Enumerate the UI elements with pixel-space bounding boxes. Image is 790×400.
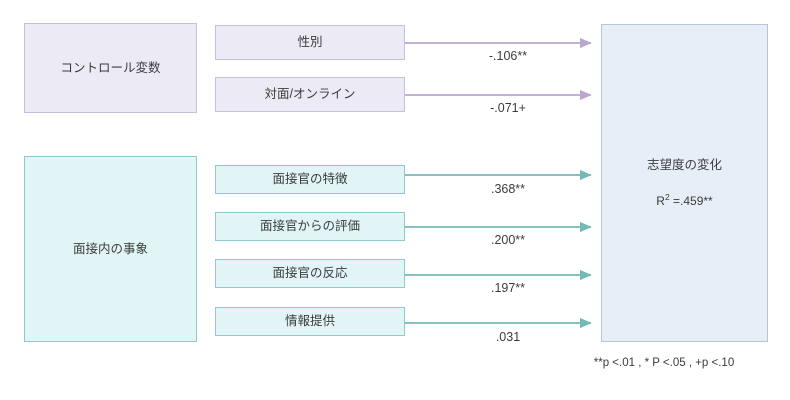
- coefficient-information: .031: [495, 330, 521, 344]
- group-box-control: コントロール変数: [24, 23, 197, 113]
- outcome-r2-value: =.459**: [669, 193, 713, 208]
- coefficient-interviewer-trait: .368**: [490, 182, 526, 196]
- predictor-box-mode: 対面/オンライン: [215, 77, 405, 112]
- group-label-interview: 面接内の事象: [72, 241, 148, 256]
- predictor-box-interviewer-trait: 面接官の特徴: [215, 165, 405, 194]
- predictor-box-interviewer-eval: 面接官からの評価: [215, 212, 405, 241]
- group-label-control: コントロール変数: [60, 60, 161, 75]
- outcome-r2-exponent: 2: [664, 191, 670, 202]
- outcome-box: 志望度の変化 R2 =.459**: [601, 24, 768, 342]
- predictor-label-interviewer-reac: 面接官の反応: [272, 266, 348, 281]
- predictor-box-interviewer-reac: 面接官の反応: [215, 259, 405, 288]
- outcome-r2: R2 =.459**: [656, 192, 712, 209]
- significance-footnote: **p <.01 , * P <.05 , +p <.10: [593, 357, 735, 369]
- predictor-label-gender: 性別: [297, 35, 323, 50]
- coefficient-mode: -.071+: [490, 101, 526, 115]
- coefficient-gender: -.106**: [488, 49, 528, 63]
- predictor-label-interviewer-trait: 面接官の特徴: [272, 172, 348, 187]
- predictor-label-interviewer-eval: 面接官からの評価: [259, 219, 360, 234]
- predictor-box-gender: 性別: [215, 25, 405, 60]
- outcome-r2-prefix: R: [656, 193, 665, 208]
- predictor-label-mode: 対面/オンライン: [264, 87, 356, 102]
- coefficient-interviewer-eval: .200**: [490, 233, 526, 247]
- group-box-interview: 面接内の事象: [24, 156, 197, 342]
- coefficient-interviewer-reac: .197**: [490, 281, 526, 295]
- predictor-box-information: 情報提供: [215, 307, 405, 336]
- predictor-label-information: 情報提供: [284, 314, 335, 329]
- outcome-label: 志望度の変化: [646, 157, 722, 172]
